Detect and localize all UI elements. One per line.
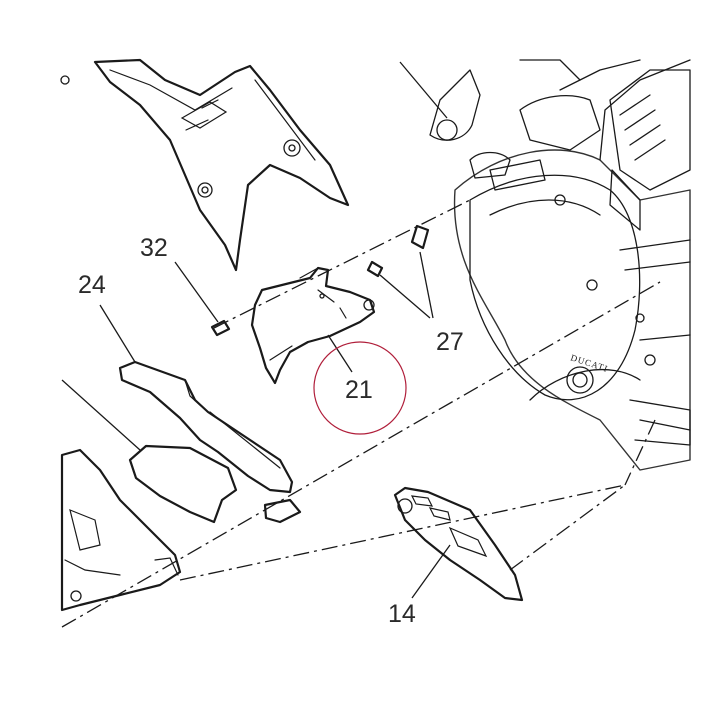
engine-assembly xyxy=(429,59,691,471)
callout-14: 14 xyxy=(388,600,416,628)
upper-bracket xyxy=(60,58,350,272)
highlight-circle xyxy=(313,341,407,435)
callout-24: 24 xyxy=(78,271,106,299)
callout-21: 21 xyxy=(345,376,373,404)
assembly-centerlines xyxy=(61,199,661,628)
lower-left-bracket xyxy=(60,448,182,612)
gasket-pad xyxy=(128,444,238,524)
part-14-exhaust-shield xyxy=(393,486,524,602)
part-24-cover xyxy=(118,360,302,524)
callout-27: 27 xyxy=(436,328,464,356)
leader-lines xyxy=(61,61,451,599)
part-21-heat-shield xyxy=(250,266,376,385)
part-32-bolt xyxy=(210,319,231,337)
part-27-clips xyxy=(366,224,430,278)
callout-32: 32 xyxy=(140,234,168,262)
